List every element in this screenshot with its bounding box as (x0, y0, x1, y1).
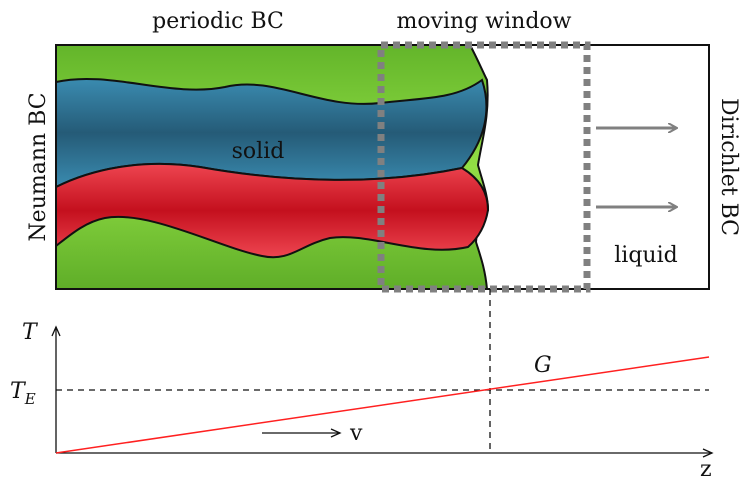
neumann-bc-label: Neumann BC (26, 92, 51, 241)
dirichlet-bc-label: Dirichlet BC (716, 98, 741, 236)
t-e-label: TE (10, 379, 36, 408)
t-axis-label: T (22, 320, 39, 345)
t-e-main: T (10, 379, 27, 404)
moving-window-label: moving window (396, 9, 571, 34)
liquid-label: liquid (614, 243, 677, 268)
velocity-label: v (349, 421, 363, 446)
solid-label: solid (232, 139, 285, 164)
temperature-profile-line (55, 356, 710, 454)
periodic-bc-label: periodic BC (152, 9, 284, 34)
moving-window-frame (377, 41, 591, 293)
t-e-subscript: E (24, 390, 36, 408)
simulation-domain: periodic BC moving window solid liquid N… (26, 9, 741, 293)
temperature-plot: T TE G v z (10, 320, 714, 482)
gradient-label: G (534, 353, 552, 378)
z-axis-label: z (700, 457, 712, 482)
